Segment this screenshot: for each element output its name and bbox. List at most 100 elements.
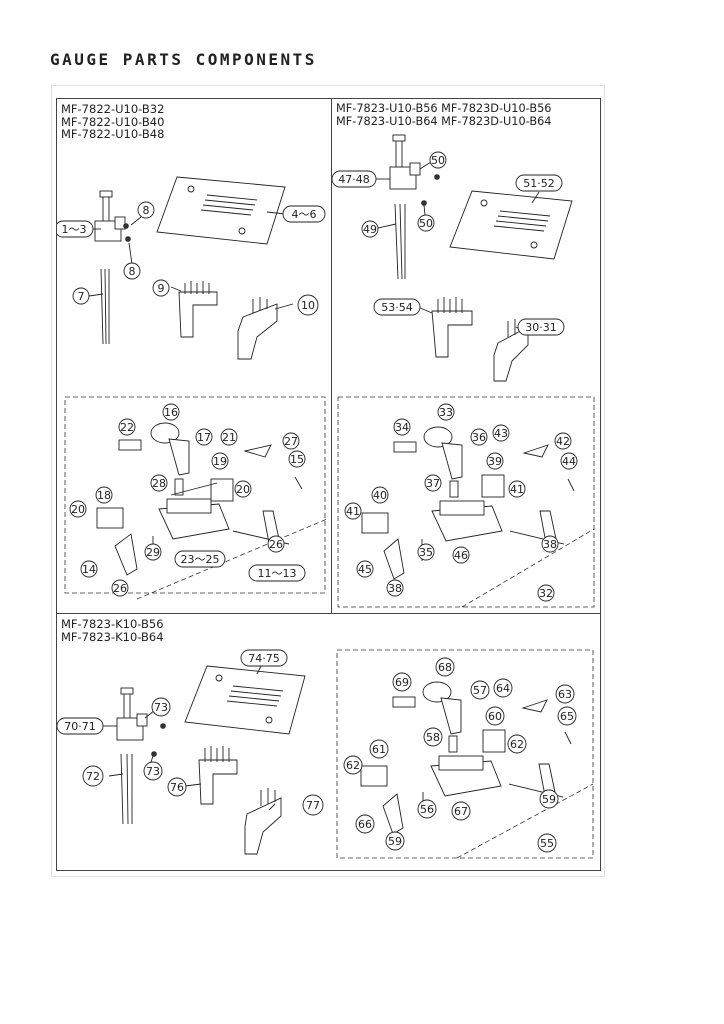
callout-balloon: 46 [452, 546, 470, 564]
callout-label: 27 [284, 435, 298, 448]
callout-label: 45 [358, 563, 372, 576]
callout-balloon: 8 [137, 201, 155, 219]
callout-label: 9 [158, 282, 165, 295]
callout-balloon: 29 [144, 543, 162, 561]
parts-illustration: 70·71 72 73 73 74·75 76 77 55 56 57 58 5… [57, 649, 594, 859]
callout-balloon: 39 [486, 452, 504, 470]
callout-balloon: 22 [118, 418, 136, 436]
section-mf7823: MF-7823-U10-B56 MF-7823D-U10-B56 MF-7823… [331, 98, 601, 614]
callout-label: 18 [97, 489, 111, 502]
callout-label: 77 [306, 799, 320, 812]
needle-plate-drawing [156, 176, 286, 245]
callout-balloon: 27 [282, 432, 300, 450]
callout-label: 32 [539, 587, 553, 600]
callout-label: 73 [154, 701, 168, 714]
callout-balloon: 28 [150, 474, 168, 492]
callout-label: 58 [426, 731, 440, 744]
callout-label: 59 [388, 835, 402, 848]
callout-label: 36 [472, 431, 486, 444]
callout-balloon: 60 [485, 706, 505, 726]
callout-label: 38 [543, 538, 557, 551]
callout-label: 42 [556, 435, 570, 448]
callout-label: 19 [213, 455, 227, 468]
callout-balloon: 33 [437, 403, 455, 421]
callout-label: 14 [82, 563, 96, 576]
kit-outline [64, 396, 326, 594]
presser-foot-drawing [360, 681, 594, 859]
callout-balloon: 19 [211, 452, 229, 470]
callout-balloon: 67 [451, 801, 471, 821]
model-number: MF-7822-U10-B32 [61, 102, 165, 116]
callout-balloon: 18 [95, 486, 113, 504]
feed-dog-drawing [431, 297, 529, 382]
model-list: MF-7822-U10-B32 MF-7822-U10-B40 MF-7822-… [61, 103, 164, 141]
callout-balloon: 58 [423, 727, 443, 747]
callout-label: 44 [562, 455, 576, 468]
callout-label: 56 [420, 803, 434, 816]
model-number: MF-7823-K10-B56 [61, 617, 164, 631]
callout-label: 30·31 [525, 321, 557, 334]
callout-label: 22 [120, 421, 134, 434]
section-mf7823-k10: MF-7823-K10-B56 MF-7823-K10-B64 [56, 613, 601, 871]
callout-balloon: 77 [302, 794, 324, 816]
callout-balloon: 1～3 [57, 220, 94, 238]
callout-label: 35 [419, 546, 433, 559]
callout-balloon: 69 [392, 672, 412, 692]
callout-balloon: 26 [111, 579, 129, 597]
callout-balloon: 59 [385, 831, 405, 851]
callout-label: 62 [346, 759, 360, 772]
callout-balloon: 43 [492, 424, 510, 442]
callout-label: 10 [301, 299, 315, 312]
callout-balloon: 51·52 [515, 174, 563, 192]
callout-balloon: 15 [288, 450, 306, 468]
callout-label: 50 [431, 154, 445, 167]
callout-balloon: 30·31 [517, 318, 565, 336]
callout-label: 20 [236, 483, 250, 496]
callout-label: 7 [78, 290, 85, 303]
callout-balloon: 7 [72, 287, 90, 305]
callout-balloon: 50 [417, 214, 435, 232]
callout-balloon: 50 [429, 151, 447, 169]
callout-label: 16 [164, 406, 178, 419]
callout-label: 39 [488, 455, 502, 468]
callout-label: 23～25 [181, 553, 220, 566]
section-mf7822: MF-7822-U10-B32 MF-7822-U10-B40 MF-7822-… [56, 98, 332, 614]
parts-illustration: 47·48 49 50 50 51·52 53·54 30·31 32 33 3… [332, 134, 595, 608]
callout-balloon: 73 [151, 697, 171, 717]
callout-balloon: 72 [82, 765, 104, 787]
callout-balloon: 41 [344, 502, 362, 520]
callout-label: 53·54 [381, 301, 413, 314]
callout-label: 8 [143, 204, 150, 217]
callout-label: 67 [454, 805, 468, 818]
model-number: MF-7823-K10-B64 [61, 629, 164, 644]
callout-label: 41 [510, 483, 524, 496]
callout-balloon: 38 [386, 579, 404, 597]
callout-balloon: 74·75 [240, 649, 288, 667]
callout-label: 68 [438, 661, 452, 674]
callout-balloon: 34 [393, 418, 411, 436]
callout-label: 33 [439, 406, 453, 419]
callout-balloon: 36 [470, 428, 488, 446]
callout-label: 61 [372, 743, 386, 756]
callout-balloon: 14 [80, 560, 98, 578]
model-number: MF-7823-U10-B56 MF-7823D-U10-B56 [336, 102, 552, 115]
callout-balloon: 44 [560, 452, 578, 470]
callout-label: 41 [346, 505, 360, 518]
callout-label: 60 [488, 710, 502, 723]
callout-balloon: 61 [369, 739, 389, 759]
callout-label: 29 [146, 546, 160, 559]
callout-label: 55 [540, 837, 554, 850]
callout-label: 21 [222, 431, 236, 444]
callout-balloon: 68 [435, 657, 455, 677]
callout-label: 11～13 [258, 567, 297, 580]
callout-balloon: 20 [234, 480, 252, 498]
callout-balloon: 49 [361, 220, 379, 238]
callout-balloon: 38 [541, 535, 559, 553]
callout-balloon: 73 [143, 761, 163, 781]
callout-label: 34 [395, 421, 409, 434]
callout-balloon: 21 [220, 428, 238, 446]
leader-lines [88, 211, 294, 496]
callout-label: 50 [419, 217, 433, 230]
callout-label: 70·71 [64, 720, 96, 733]
callout-label: 15 [290, 453, 304, 466]
